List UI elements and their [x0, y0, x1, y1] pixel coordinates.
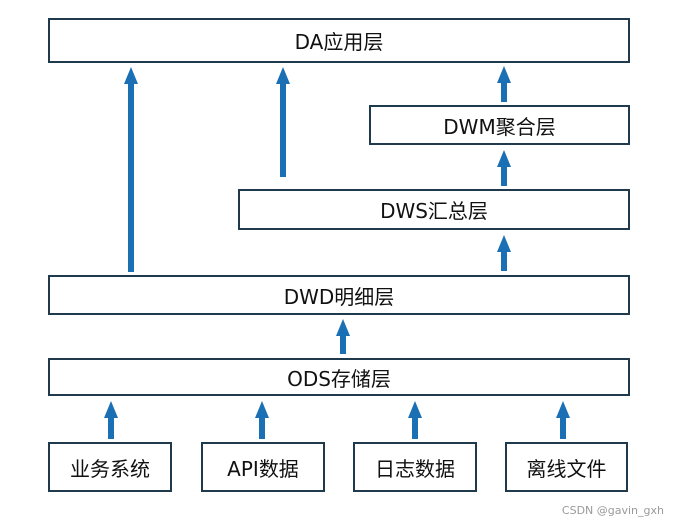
layer-dws: DWS汇总层 — [238, 189, 630, 230]
arrow-ods-to-dwd — [336, 319, 350, 354]
layer-ods-label: ODS存储层 — [287, 366, 391, 391]
source-label: API数据 — [227, 456, 299, 481]
layer-ods: ODS存储层 — [48, 358, 630, 396]
source-label: 日志数据 — [375, 456, 455, 481]
source-label: 业务系统 — [70, 456, 150, 481]
layer-dwd-label: DWD明细层 — [283, 284, 395, 309]
arrow-dwd-to-da — [124, 67, 138, 272]
arrow-dwm-to-da — [497, 66, 511, 102]
layer-da: DA应用层 — [48, 18, 630, 63]
arrow-source-4-to-ods — [556, 401, 570, 439]
source-label: 离线文件 — [526, 456, 607, 481]
arrow-source-3-to-ods — [408, 401, 422, 439]
source-api-data: API数据 — [201, 442, 325, 492]
layer-dwm: DWM聚合层 — [369, 105, 630, 145]
arrow-source-1-to-ods — [104, 401, 118, 439]
layer-dwm-label: DWM聚合层 — [443, 114, 556, 139]
source-log-data: 日志数据 — [353, 442, 477, 492]
source-business-system: 业务系统 — [48, 442, 172, 492]
arrow-source-2-to-ods — [255, 401, 269, 439]
watermark: CSDN @gavin_gxh — [561, 504, 664, 517]
source-offline-files: 离线文件 — [505, 442, 628, 492]
layer-dws-label: DWS汇总层 — [380, 199, 488, 223]
layer-da-label: DA应用层 — [294, 30, 384, 54]
arrow-dws-to-dwm — [497, 150, 511, 186]
arrow-dws-to-da — [276, 67, 290, 177]
layer-dwd: DWD明细层 — [48, 275, 630, 315]
arrow-dwd-to-dws — [497, 235, 511, 271]
